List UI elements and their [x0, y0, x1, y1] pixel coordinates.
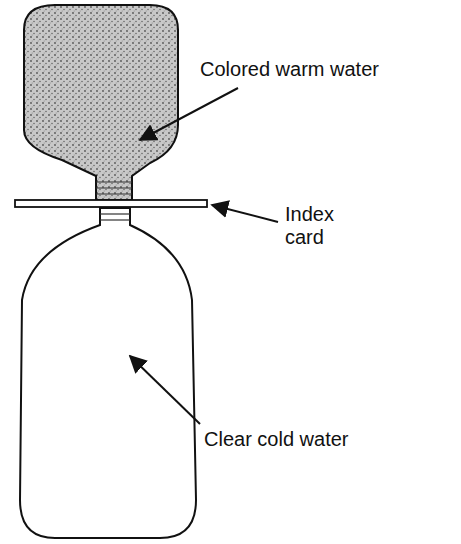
neck-threads [96, 182, 132, 194]
top-bottle [24, 5, 178, 200]
label-text: Index card [285, 203, 347, 249]
index-card [15, 200, 207, 207]
leader-arrow [130, 356, 200, 424]
bottom-neck-threads [100, 214, 130, 220]
bottom-bottle [20, 208, 196, 538]
label-text: Colored warm water [200, 58, 440, 81]
label-text: Clear cold water [204, 428, 444, 451]
leader-arrow [140, 88, 238, 140]
leader-arrow [212, 205, 278, 222]
